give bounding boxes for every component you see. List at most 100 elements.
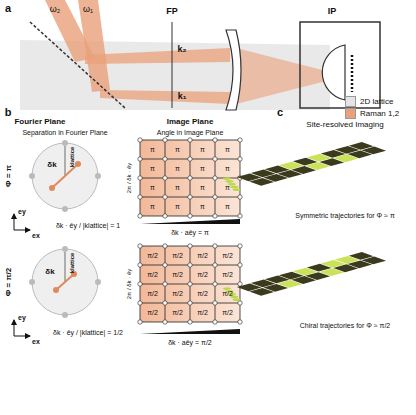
figure-label: π/2 xyxy=(172,290,183,298)
figure-label: π xyxy=(200,203,205,211)
lattice-site xyxy=(163,157,167,161)
site-marker xyxy=(231,188,242,192)
lattice-site xyxy=(188,157,192,161)
lattice-site xyxy=(213,282,217,286)
lattice-site xyxy=(138,138,142,142)
legend-text: 2D lattice xyxy=(360,97,393,106)
site-marker xyxy=(224,180,235,184)
figure-label: δk xyxy=(45,268,54,277)
figure-label: π/2 xyxy=(147,252,158,260)
figure-label: ex xyxy=(32,232,40,240)
lattice-site xyxy=(188,263,192,267)
figure-label: IP xyxy=(328,7,337,17)
figure-label: FP xyxy=(166,7,178,17)
lattice-site xyxy=(188,138,192,142)
lattice-site xyxy=(163,138,167,142)
lattice-site xyxy=(163,263,167,267)
lattice-site xyxy=(213,176,217,180)
lattice-site xyxy=(238,263,242,267)
figure-label: c xyxy=(277,106,283,118)
figure-label: π xyxy=(175,165,180,173)
figure-label: ex xyxy=(32,338,40,346)
figure-label: π/2 xyxy=(197,309,208,317)
lattice-site xyxy=(138,282,142,286)
figure-label: π xyxy=(150,146,155,154)
lattice-site xyxy=(138,320,142,324)
lattice-site xyxy=(163,282,167,286)
figure-label: ω₂ xyxy=(50,5,61,15)
lattice-site xyxy=(238,301,242,305)
figure-label: Separation in Fourier Plane xyxy=(22,129,107,137)
figure-label: b xyxy=(5,106,12,118)
site-marker xyxy=(229,185,240,189)
lattice-site xyxy=(238,157,242,161)
figure-label: ey xyxy=(18,314,26,322)
legend-swatch xyxy=(345,96,356,107)
figure-label: π/2 xyxy=(197,271,208,279)
lattice-site xyxy=(138,214,142,218)
site-marker xyxy=(231,298,242,302)
lattice-site xyxy=(163,195,167,199)
figure-label: δk xyxy=(47,161,56,170)
figure-label: δk · aêy = π xyxy=(171,229,209,237)
figure-label: π xyxy=(225,203,230,211)
legend-row: Raman 1,2 xyxy=(345,108,399,119)
figure-label: ω₁ xyxy=(83,5,93,15)
figure-label: Site-resolved Imaging xyxy=(306,121,383,130)
figure-label: Angle in Image Plane xyxy=(157,129,224,137)
lattice-site xyxy=(213,244,217,248)
lattice-site xyxy=(213,157,217,161)
figure-label: Fourier Plane xyxy=(14,118,65,127)
lattice-site xyxy=(138,195,142,199)
lattice-site xyxy=(188,282,192,286)
lattice-site xyxy=(238,214,242,218)
figure-label: π/2 xyxy=(222,271,233,279)
lattice-site xyxy=(188,244,192,248)
figure-label: π xyxy=(150,203,155,211)
lattice-site xyxy=(188,301,192,305)
figure-label: π/2 xyxy=(197,290,208,298)
figure-label: klattice xyxy=(69,253,76,274)
lattice-site xyxy=(238,282,242,286)
figure-label: π xyxy=(150,165,155,173)
figure-label: π xyxy=(200,165,205,173)
figure-label: π/2 xyxy=(172,252,183,260)
figure-label: Chiral trajectories for Φ ≈ π/2 xyxy=(300,322,391,330)
lattice-site xyxy=(138,244,142,248)
lattice-site xyxy=(213,195,217,199)
lattice-site xyxy=(188,320,192,324)
lattice-site xyxy=(213,263,217,267)
lattice-site xyxy=(188,195,192,199)
figure-label: π/2 xyxy=(147,271,158,279)
lattice-site xyxy=(238,244,242,248)
figure-label: π xyxy=(225,165,230,173)
figure-label: Symmetric trajectories for Φ ≈ π xyxy=(295,212,394,220)
lattice-site xyxy=(163,176,167,180)
figure-label: Image Plane xyxy=(167,118,214,127)
site-pixel xyxy=(361,257,386,265)
figure-label: π xyxy=(200,146,205,154)
figure-label: 2π / δk · êy xyxy=(126,269,133,300)
legend-swatch xyxy=(345,108,356,119)
lattice-site xyxy=(238,138,242,142)
figure-label: δk · êy / |klattice| = 1/2 xyxy=(53,329,123,337)
figure-label: π xyxy=(200,184,205,192)
lattice-site xyxy=(138,176,142,180)
legend-row: 2D lattice xyxy=(345,96,393,107)
lattice-site xyxy=(213,138,217,142)
figure-label: π/2 xyxy=(197,252,208,260)
figure-label: δk · aêy = π/2 xyxy=(168,339,212,347)
figure-label: klattice xyxy=(69,147,76,168)
figure-label: π xyxy=(150,184,155,192)
figure-label: π xyxy=(225,184,230,192)
lattice-site xyxy=(163,244,167,248)
lattice-site xyxy=(238,320,242,324)
lattice-site xyxy=(163,320,167,324)
site-pixel xyxy=(361,147,386,155)
figure-label: π/2 xyxy=(222,252,233,260)
figure-label: π/2 xyxy=(147,290,158,298)
lattice-site xyxy=(138,263,142,267)
figure-label: k₁ xyxy=(178,92,187,102)
figure-label: π/2 xyxy=(147,309,158,317)
